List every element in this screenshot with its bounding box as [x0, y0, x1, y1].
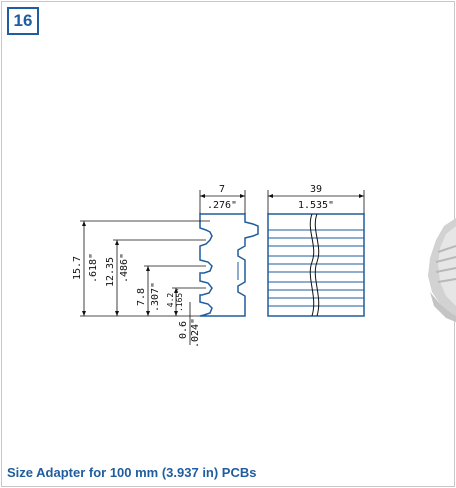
height-7-8-in-label: .307" — [150, 282, 161, 312]
height-12-35-in-label: .486" — [119, 253, 130, 283]
product-caption: Size Adapter for 100 mm (3.937 in) PCBs — [7, 465, 257, 480]
side-profile — [199, 213, 259, 317]
side-width-mm-label: 7 — [219, 184, 225, 195]
top-dimension-lines — [199, 190, 365, 214]
front-width-in-label: 1.535" — [298, 200, 334, 211]
front-view — [267, 213, 365, 317]
height-12-35-mm-label: 12.35 — [105, 257, 116, 287]
side-profile-outline — [199, 213, 259, 317]
item-number-badge: 16 — [7, 7, 39, 35]
height-0-6-in-label: .024" — [190, 318, 201, 348]
height-7-8-mm-label: 7.8 — [136, 288, 147, 306]
height-4-2-mm-label: 4.2 — [166, 293, 175, 308]
height-15-7-mm-label: 15.7 — [72, 256, 83, 280]
height-0-6-mm-label: 0.6 — [178, 321, 189, 339]
height-15-7-in-label: .618" — [88, 253, 99, 283]
height-4-2-in-label: .165" — [175, 288, 184, 312]
product-photo — [428, 218, 456, 322]
front-width-mm-label: 39 — [310, 184, 322, 195]
height-dimension-lines — [80, 220, 210, 345]
side-width-in-label: .276" — [207, 200, 237, 211]
